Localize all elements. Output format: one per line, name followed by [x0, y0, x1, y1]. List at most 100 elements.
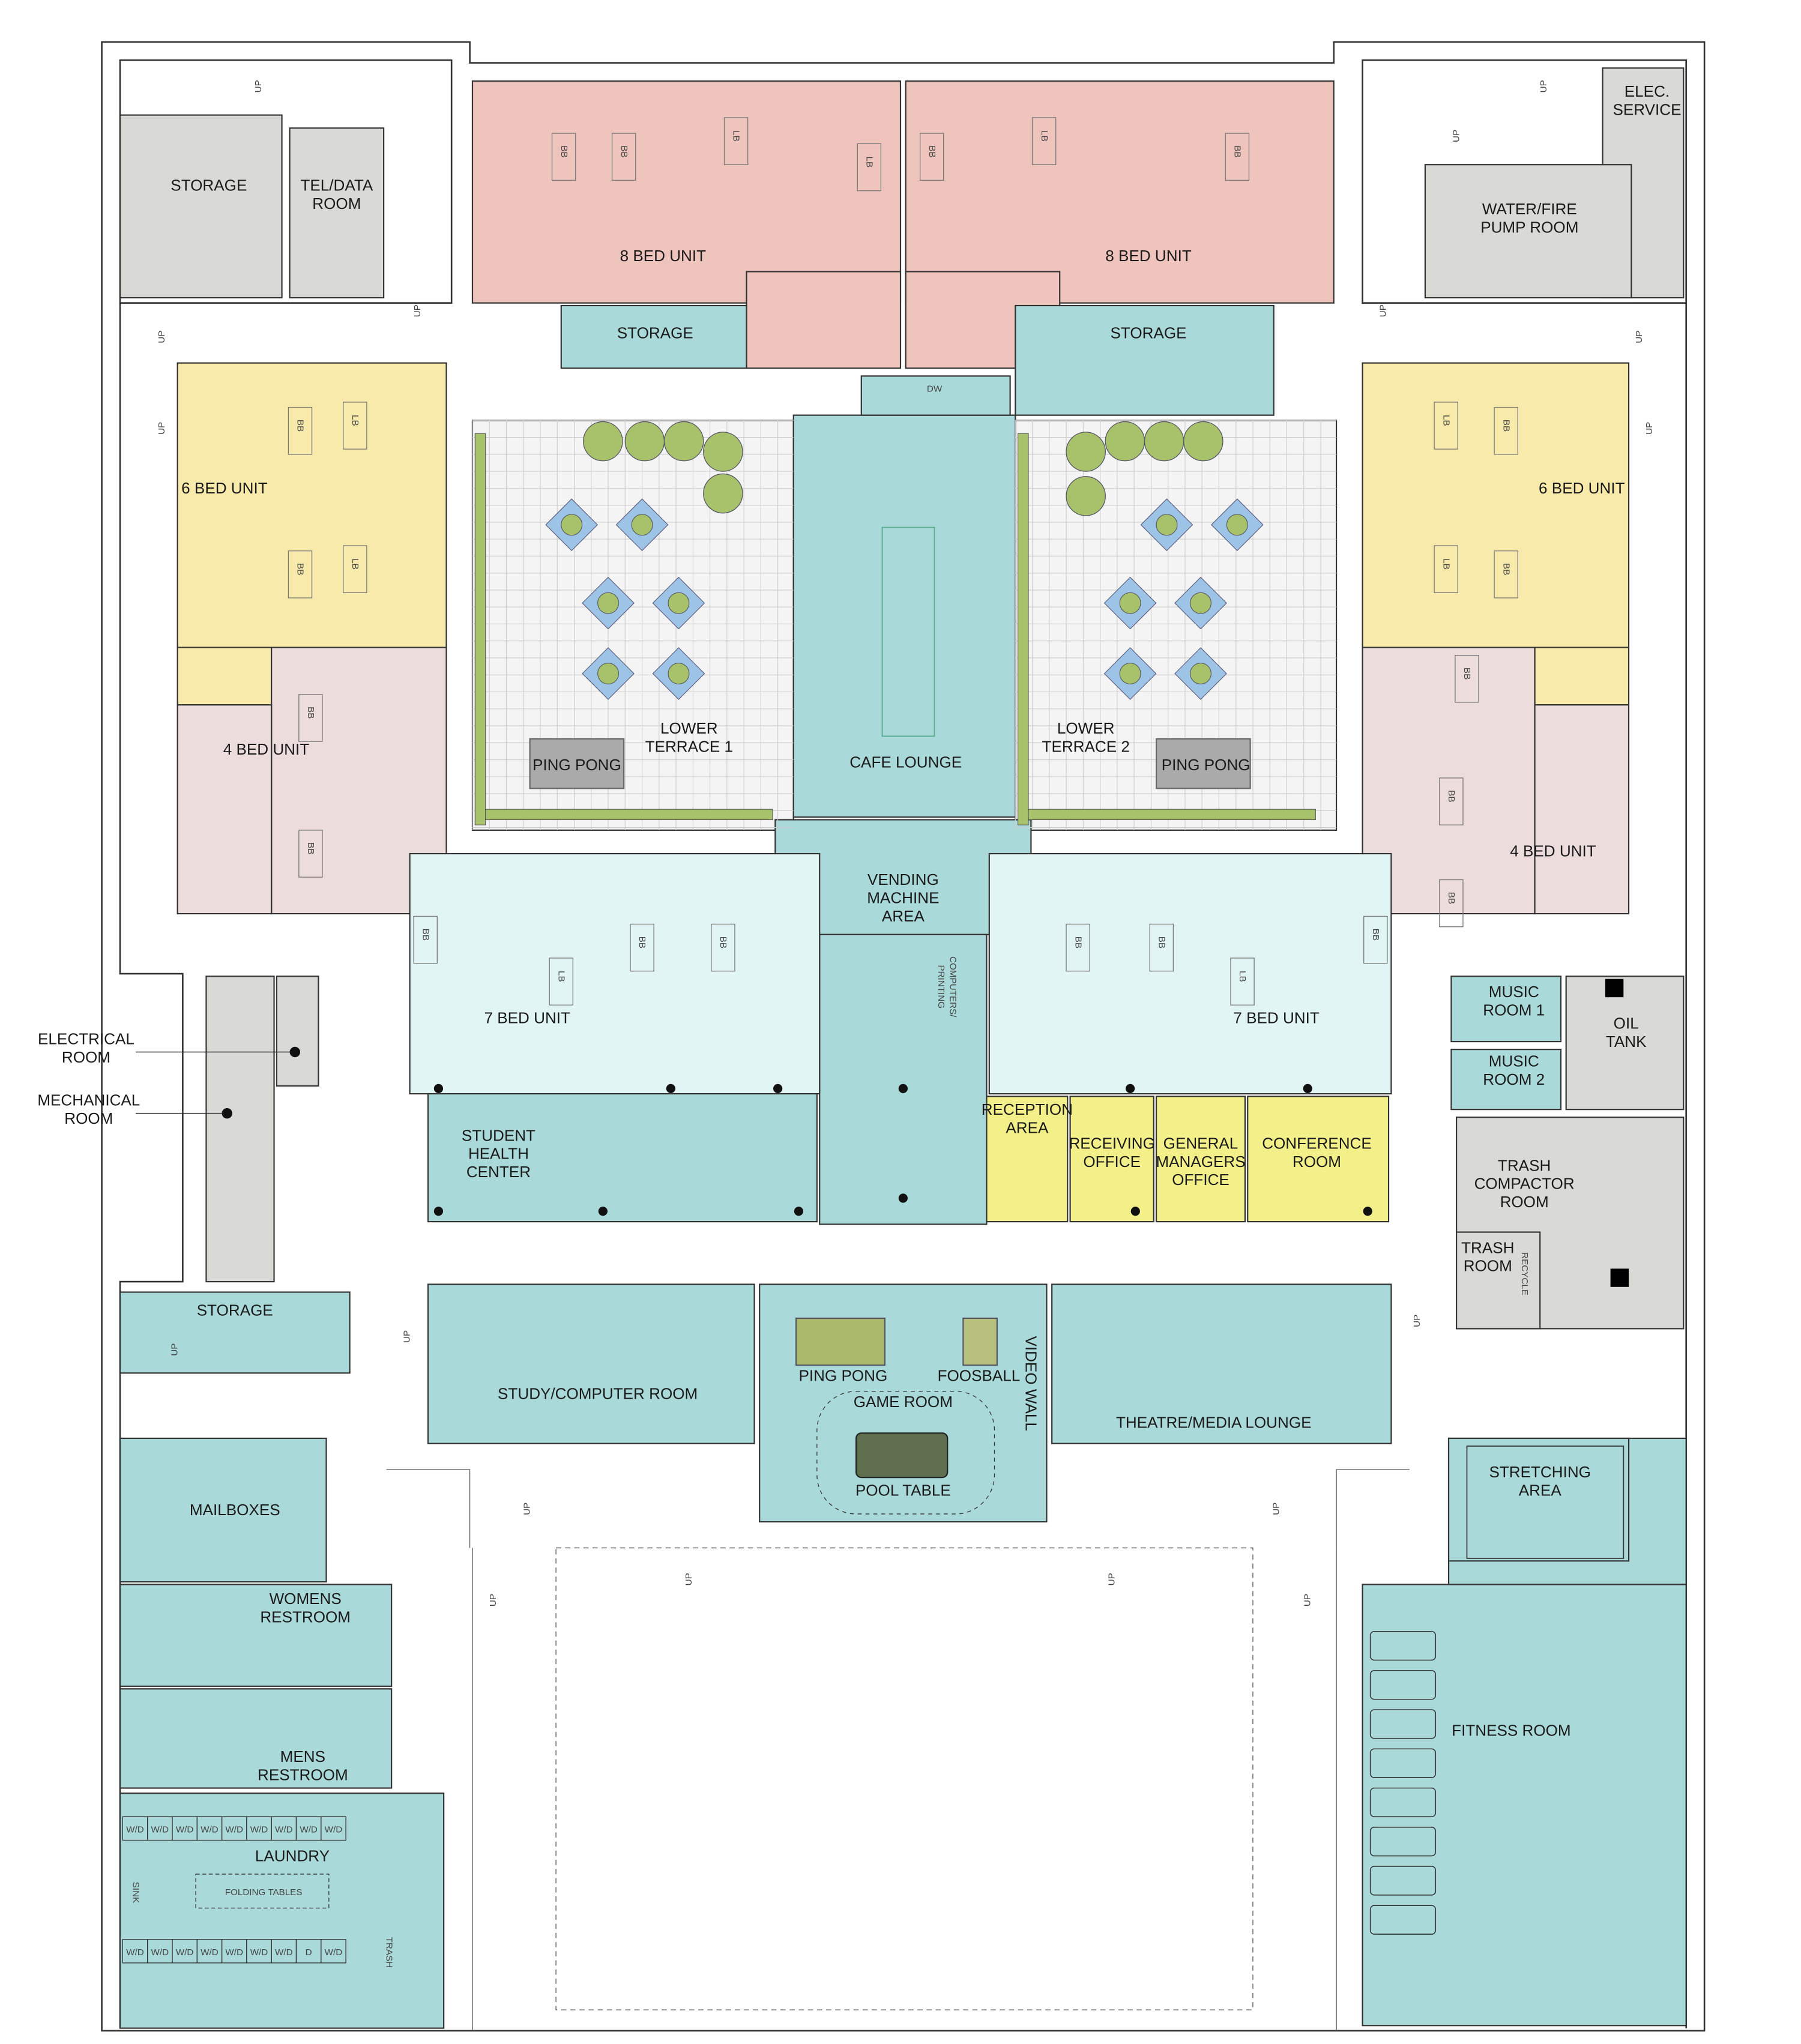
room-terrace1 — [471, 420, 794, 831]
treadmill-icon — [1369, 1748, 1437, 1778]
room-label-line: GENERAL — [1163, 1134, 1238, 1152]
room-label-line: HEALTH — [468, 1145, 529, 1163]
bed-label: BB — [420, 929, 430, 941]
label-game-pingpong: PING PONG — [798, 1366, 887, 1384]
bed-icon — [630, 923, 654, 972]
room-label-line: ROOM — [312, 194, 361, 213]
bed-label: BB — [1501, 563, 1511, 575]
bed-icon — [413, 915, 438, 964]
room-label-line: ROOM — [1500, 1193, 1549, 1211]
bed-icon — [1455, 654, 1479, 703]
bed-label: BB — [619, 145, 629, 157]
bed-label: BB — [1462, 668, 1472, 680]
stair-up-label: UP — [1644, 422, 1655, 435]
room-label-line: STORAGE — [170, 176, 247, 194]
room-label-line: 8 BED UNIT — [620, 247, 707, 265]
tree-icon — [1183, 421, 1223, 462]
tree-icon — [1144, 421, 1184, 462]
room-label-line: LAUNDRY — [255, 1847, 330, 1865]
room-label-line: SERVICE — [1612, 101, 1681, 119]
room-bed7-left — [409, 852, 821, 1095]
washer-dryer-label: W/D — [325, 1825, 343, 1835]
label-video-wall: VIDEO WALL — [1022, 1336, 1040, 1430]
treadmill-icon — [1369, 1827, 1437, 1857]
room-music2 — [1450, 1049, 1562, 1111]
stair-up-label: UP — [1634, 331, 1644, 343]
room-stretching — [1447, 1437, 1630, 1562]
room-label-line: AREA — [882, 907, 925, 925]
bed-label: LB — [1039, 130, 1049, 142]
room-oil-tank — [1565, 975, 1685, 1111]
washer-dryer-label: W/D — [225, 1825, 243, 1835]
room-label-line: WATER/FIRE — [1482, 200, 1577, 218]
treadmill-icon — [1369, 1787, 1437, 1818]
tree-icon — [1105, 421, 1145, 462]
room-label-line: CAFE LOUNGE — [849, 753, 962, 771]
room-label-line: ROOM — [1293, 1153, 1341, 1171]
bed-icon — [1494, 406, 1518, 455]
patio-table-icon — [1103, 647, 1157, 700]
bed-icon — [1439, 777, 1464, 825]
room-label-storage-nw: STORAGE — [170, 176, 247, 194]
foosball-table — [962, 1317, 998, 1366]
room-label-line: MECHANICAL — [37, 1091, 140, 1109]
column-dot — [898, 1193, 908, 1203]
bed-icon — [288, 550, 313, 598]
room-storage-left — [560, 304, 747, 369]
room-label-line: STUDY/COMPUTER ROOM — [498, 1385, 698, 1403]
room-label-line: OIL — [1614, 1014, 1639, 1032]
patio-table-icon — [1103, 576, 1157, 630]
room-label-line: COMPACTOR — [1474, 1175, 1575, 1193]
room-storage-sw — [119, 1291, 351, 1374]
washer-dryer-label: W/D — [201, 1947, 219, 1958]
stair-up-label: UP — [488, 1594, 498, 1606]
room-label-line: 7 BED UNIT — [484, 1009, 571, 1027]
label-computers-printing: COMPUTERS/PRINTING — [936, 956, 958, 1017]
bed-icon — [857, 143, 882, 191]
bed-icon — [298, 830, 323, 878]
room-label-line: RECEIVING — [1069, 1134, 1154, 1152]
bed-icon — [1434, 402, 1458, 450]
room-label-fitness: FITNESS ROOM — [1452, 1722, 1571, 1740]
bed-label: LB — [1441, 415, 1451, 426]
room-theatre — [1051, 1283, 1392, 1444]
room-trash-room — [1456, 1231, 1541, 1330]
room-label-bed7-right: 7 BED UNIT — [1233, 1009, 1320, 1027]
ping-pong-table — [1156, 738, 1251, 789]
bed-label: BB — [718, 936, 728, 948]
room-label-bed6-right: 6 BED UNIT — [1539, 479, 1625, 497]
label-line: PRINTING — [936, 965, 946, 1008]
room-label-line: 6 BED UNIT — [1539, 479, 1625, 497]
room-conference — [1247, 1096, 1390, 1223]
bed-icon — [298, 694, 323, 742]
room-mens — [119, 1688, 393, 1789]
bed-icon — [723, 117, 749, 165]
washer-dryer-label: W/D — [151, 1947, 169, 1958]
room-label-elec-service: ELEC.SERVICE — [1612, 82, 1681, 118]
bed-label: BB — [559, 145, 569, 157]
label-pool-table: POOL TABLE — [855, 1482, 951, 1500]
column-dot — [666, 1084, 675, 1093]
room-reception — [986, 1096, 1069, 1223]
room-label-line: RESTROOM — [258, 1766, 348, 1784]
room-label-pingpong_t1: PING PONG — [532, 756, 621, 774]
column-dot — [794, 1207, 804, 1216]
bed-icon — [551, 133, 576, 181]
room-womens — [119, 1584, 393, 1687]
room-label-line: ROOM — [1464, 1257, 1512, 1275]
room-label-line: RECEPTION — [982, 1100, 1073, 1118]
patio-table-icon — [652, 647, 705, 700]
bed-label: LB — [864, 157, 874, 168]
treadmill-icon — [1369, 1866, 1437, 1896]
bed-icon — [919, 133, 944, 181]
label-laundry-trash: TRASH — [384, 1937, 394, 1968]
room-label-line: ROOM — [64, 1109, 113, 1127]
room-storage-right — [1015, 304, 1275, 416]
